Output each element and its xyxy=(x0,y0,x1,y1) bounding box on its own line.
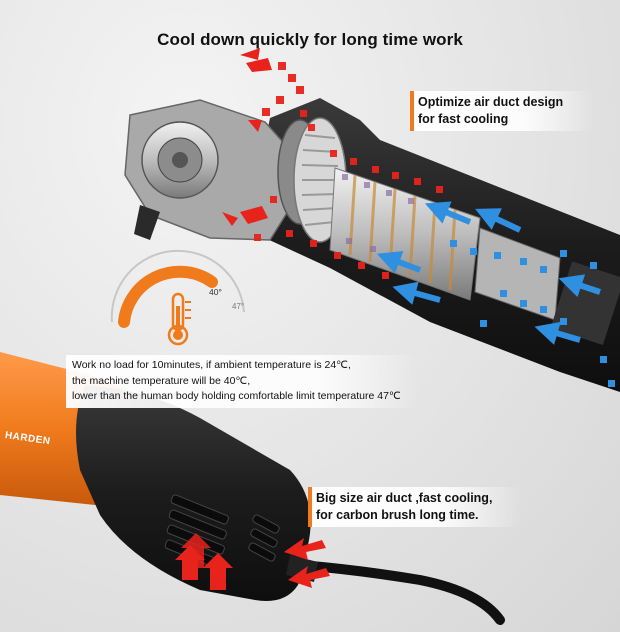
hot-air-arrow-icon xyxy=(240,206,268,224)
cool-air-arrow-icon xyxy=(376,250,422,274)
intake-arrows xyxy=(175,533,330,590)
power-cord xyxy=(295,560,505,625)
hot-air-arrow-icon xyxy=(288,566,330,588)
callout-line: Big size air duct ,fast cooling, xyxy=(316,491,493,505)
armature-windings xyxy=(348,174,457,291)
thermometer-icon xyxy=(167,292,191,346)
gauge-track xyxy=(110,249,245,323)
cool-air-flow xyxy=(376,201,615,387)
callout-accent-bar xyxy=(410,91,414,131)
hot-air-arrow-icon xyxy=(222,212,238,226)
armature xyxy=(329,167,481,301)
cool-air-arrow-icon xyxy=(558,274,601,298)
spindle-gear xyxy=(141,121,219,199)
hot-air-arrow-icon xyxy=(203,553,233,590)
hot-air-flow xyxy=(222,48,443,279)
cool-air-arrow-icon xyxy=(534,321,581,345)
cool-air-arrow-icon xyxy=(475,208,522,233)
gauge-limit-label: 47° xyxy=(232,302,245,311)
gauge-current-label: 40° xyxy=(209,287,222,297)
cutaway-grinder xyxy=(124,98,620,392)
carbon-brush-callout: Big size air duct ,fast cooling, for car… xyxy=(308,487,523,527)
temperature-gauge xyxy=(110,249,245,346)
gauge-fill xyxy=(118,265,218,328)
page-title: Cool down quickly for long time work xyxy=(157,30,463,49)
note-line: Work no load for 10minutes, if ambient t… xyxy=(72,359,351,371)
temperature-note: Work no load for 10minutes, if ambient t… xyxy=(66,355,418,408)
cool-air-arrow-icon xyxy=(392,281,441,305)
hot-air-arrow-icon xyxy=(181,533,211,568)
hot-air-arrow-icon xyxy=(240,48,260,60)
callout-accent-bar xyxy=(308,487,312,527)
note-line: the machine temperature will be 40℃, xyxy=(72,374,251,387)
callout-line: for carbon brush long time. xyxy=(316,508,479,522)
note-line: lower than the human body holding comfor… xyxy=(72,390,401,402)
spindle xyxy=(134,205,160,240)
callout-line: for fast cooling xyxy=(418,112,509,126)
hot-air-arrow-icon xyxy=(248,120,262,132)
air-duct-callout: Optimize air duct design for fast coolin… xyxy=(410,91,594,131)
hot-air-arrow-icon xyxy=(246,58,272,72)
hot-air-arrow-icon xyxy=(284,538,326,560)
cool-air-arrow-icon xyxy=(424,201,472,225)
callout-line: Optimize air duct design xyxy=(418,95,564,109)
